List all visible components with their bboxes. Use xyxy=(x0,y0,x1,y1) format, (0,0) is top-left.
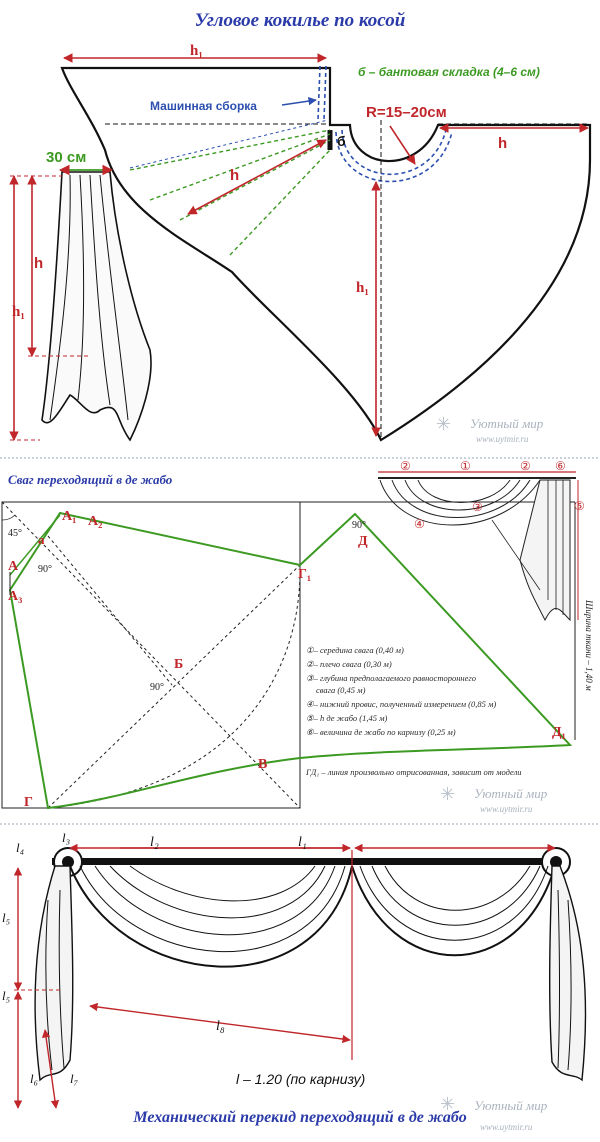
svg-text:⑤: ⑤ xyxy=(574,499,585,513)
svg-text:①– середина свага (0,40 м): ①– середина свага (0,40 м) xyxy=(306,645,404,655)
svg-text:l₈: l₈ xyxy=(216,1019,225,1034)
svg-text:Уютный мир: Уютный мир xyxy=(474,1098,548,1113)
svg-text:l₅: l₅ xyxy=(2,910,10,925)
svg-text:②: ② xyxy=(520,459,531,473)
svg-text:⑤– h де жабо (1,45 м): ⑤– h де жабо (1,45 м) xyxy=(306,713,388,723)
point-d1: Д₁ xyxy=(552,725,566,740)
point-b: Б xyxy=(174,657,183,672)
label-h-left: h xyxy=(34,255,43,272)
point-d: Д xyxy=(358,534,368,549)
svg-text:l₅: l₅ xyxy=(2,988,10,1003)
drape-labels: l₁ l₂ l₃ l₄ l₅ l₅ l₆ l₇ l₈ xyxy=(2,830,307,1086)
label-b: б xyxy=(337,133,346,149)
point-a3: А₃ xyxy=(8,589,22,604)
point-a-small: а xyxy=(38,532,45,547)
swag-sketch-numbers: ② ① ② ⑥ ③ ④ ⑤ xyxy=(400,459,585,531)
svg-text:✳: ✳ xyxy=(440,1094,455,1114)
radius-label: R=15–20см xyxy=(366,104,447,121)
svg-text:l₆: l₆ xyxy=(30,1071,38,1086)
watermark-2: ✳ Уютный мир www.uytmir.ru xyxy=(440,784,548,814)
angle-45: 45° xyxy=(8,528,22,539)
point-a: А xyxy=(8,559,19,574)
svg-text:④– нижний провис, полученный и: ④– нижний провис, полученный измерением … xyxy=(306,699,496,709)
cascade-sketch xyxy=(9,164,152,442)
svg-text:✳: ✳ xyxy=(440,784,455,804)
fabric-width-note: Ширина ткани – 1,40 м xyxy=(584,599,594,691)
point-g: Г xyxy=(24,795,33,810)
svg-text:Уютный мир: Уютный мир xyxy=(474,786,548,801)
fold-note: б – бантовая складка (4–6 см) xyxy=(358,65,540,79)
svg-text:www.uytmir.ru: www.uytmir.ru xyxy=(480,804,533,814)
svg-text:②– плечо свага (0,30 м): ②– плечо свага (0,30 м) xyxy=(306,659,392,669)
section2-title: Сваг переходящий в де жабо xyxy=(8,472,173,487)
svg-text:⑥– величина де жабо по карнизу: ⑥– величина де жабо по карнизу (0,25 м) xyxy=(306,727,456,737)
svg-text:www.uytmir.ru: www.uytmir.ru xyxy=(480,1122,533,1132)
point-a1: А₁ xyxy=(62,509,76,524)
watermark-3: ✳ Уютный мир www.uytmir.ru xyxy=(440,1094,548,1132)
label-h1-right: h₁ xyxy=(356,280,369,296)
svg-text:l₁: l₁ xyxy=(298,835,307,850)
svg-text:www.uytmir.ru: www.uytmir.ru xyxy=(476,434,529,444)
svg-text:l₂: l₂ xyxy=(150,835,159,850)
point-v: В xyxy=(258,757,267,772)
angle-90-top: 90° xyxy=(352,520,366,531)
point-g1: Г₁ xyxy=(298,567,311,582)
page-title: Угловое кокилье по косой xyxy=(194,10,406,31)
svg-text:②: ② xyxy=(400,459,411,473)
svg-text:①: ① xyxy=(460,459,471,473)
point-a2: А₂ xyxy=(88,514,102,529)
svg-text:Уютный мир: Уютный мир xyxy=(470,416,544,431)
svg-text:✳: ✳ xyxy=(436,414,451,434)
label-h1-left: h₁ xyxy=(12,304,25,320)
width-30-label: 30 см xyxy=(46,149,86,166)
svg-text:l₃: l₃ xyxy=(62,830,70,845)
label-h-diag: h xyxy=(230,167,239,184)
label-h-right: h xyxy=(498,135,507,152)
swag-legend: ①– середина свага (0,40 м) ②– плечо сваг… xyxy=(306,645,496,737)
svg-text:⑥: ⑥ xyxy=(555,459,566,473)
svg-text:③: ③ xyxy=(472,500,483,514)
swag-pattern xyxy=(1,501,576,810)
label-h1-top: h₁ xyxy=(190,43,203,59)
gd-note: ГД₁ – линия произвольно отрисованная, за… xyxy=(305,767,522,777)
watermark-1: ✳ Уютный мир www.uytmir.ru xyxy=(436,414,544,444)
gather-note: Машинная сборка xyxy=(150,99,257,113)
svg-text:свага (0,45 м): свага (0,45 м) xyxy=(316,685,366,695)
svg-text:l₄: l₄ xyxy=(16,840,25,855)
drape-illustration xyxy=(13,843,587,1109)
svg-text:④: ④ xyxy=(414,517,425,531)
cornice-note: l – 1.20 (по карнизу) xyxy=(236,1071,365,1087)
svg-text:l₇: l₇ xyxy=(70,1071,79,1086)
angle-90-center: 90° xyxy=(150,682,164,693)
angle-90-left: 90° xyxy=(38,564,52,575)
svg-text:③– глубина предполагаемого рав: ③– глубина предполагаемого равносторонне… xyxy=(306,673,476,683)
section3-title: Механический перекид переходящий в де жа… xyxy=(132,1109,466,1126)
swag-sketch xyxy=(378,471,579,622)
